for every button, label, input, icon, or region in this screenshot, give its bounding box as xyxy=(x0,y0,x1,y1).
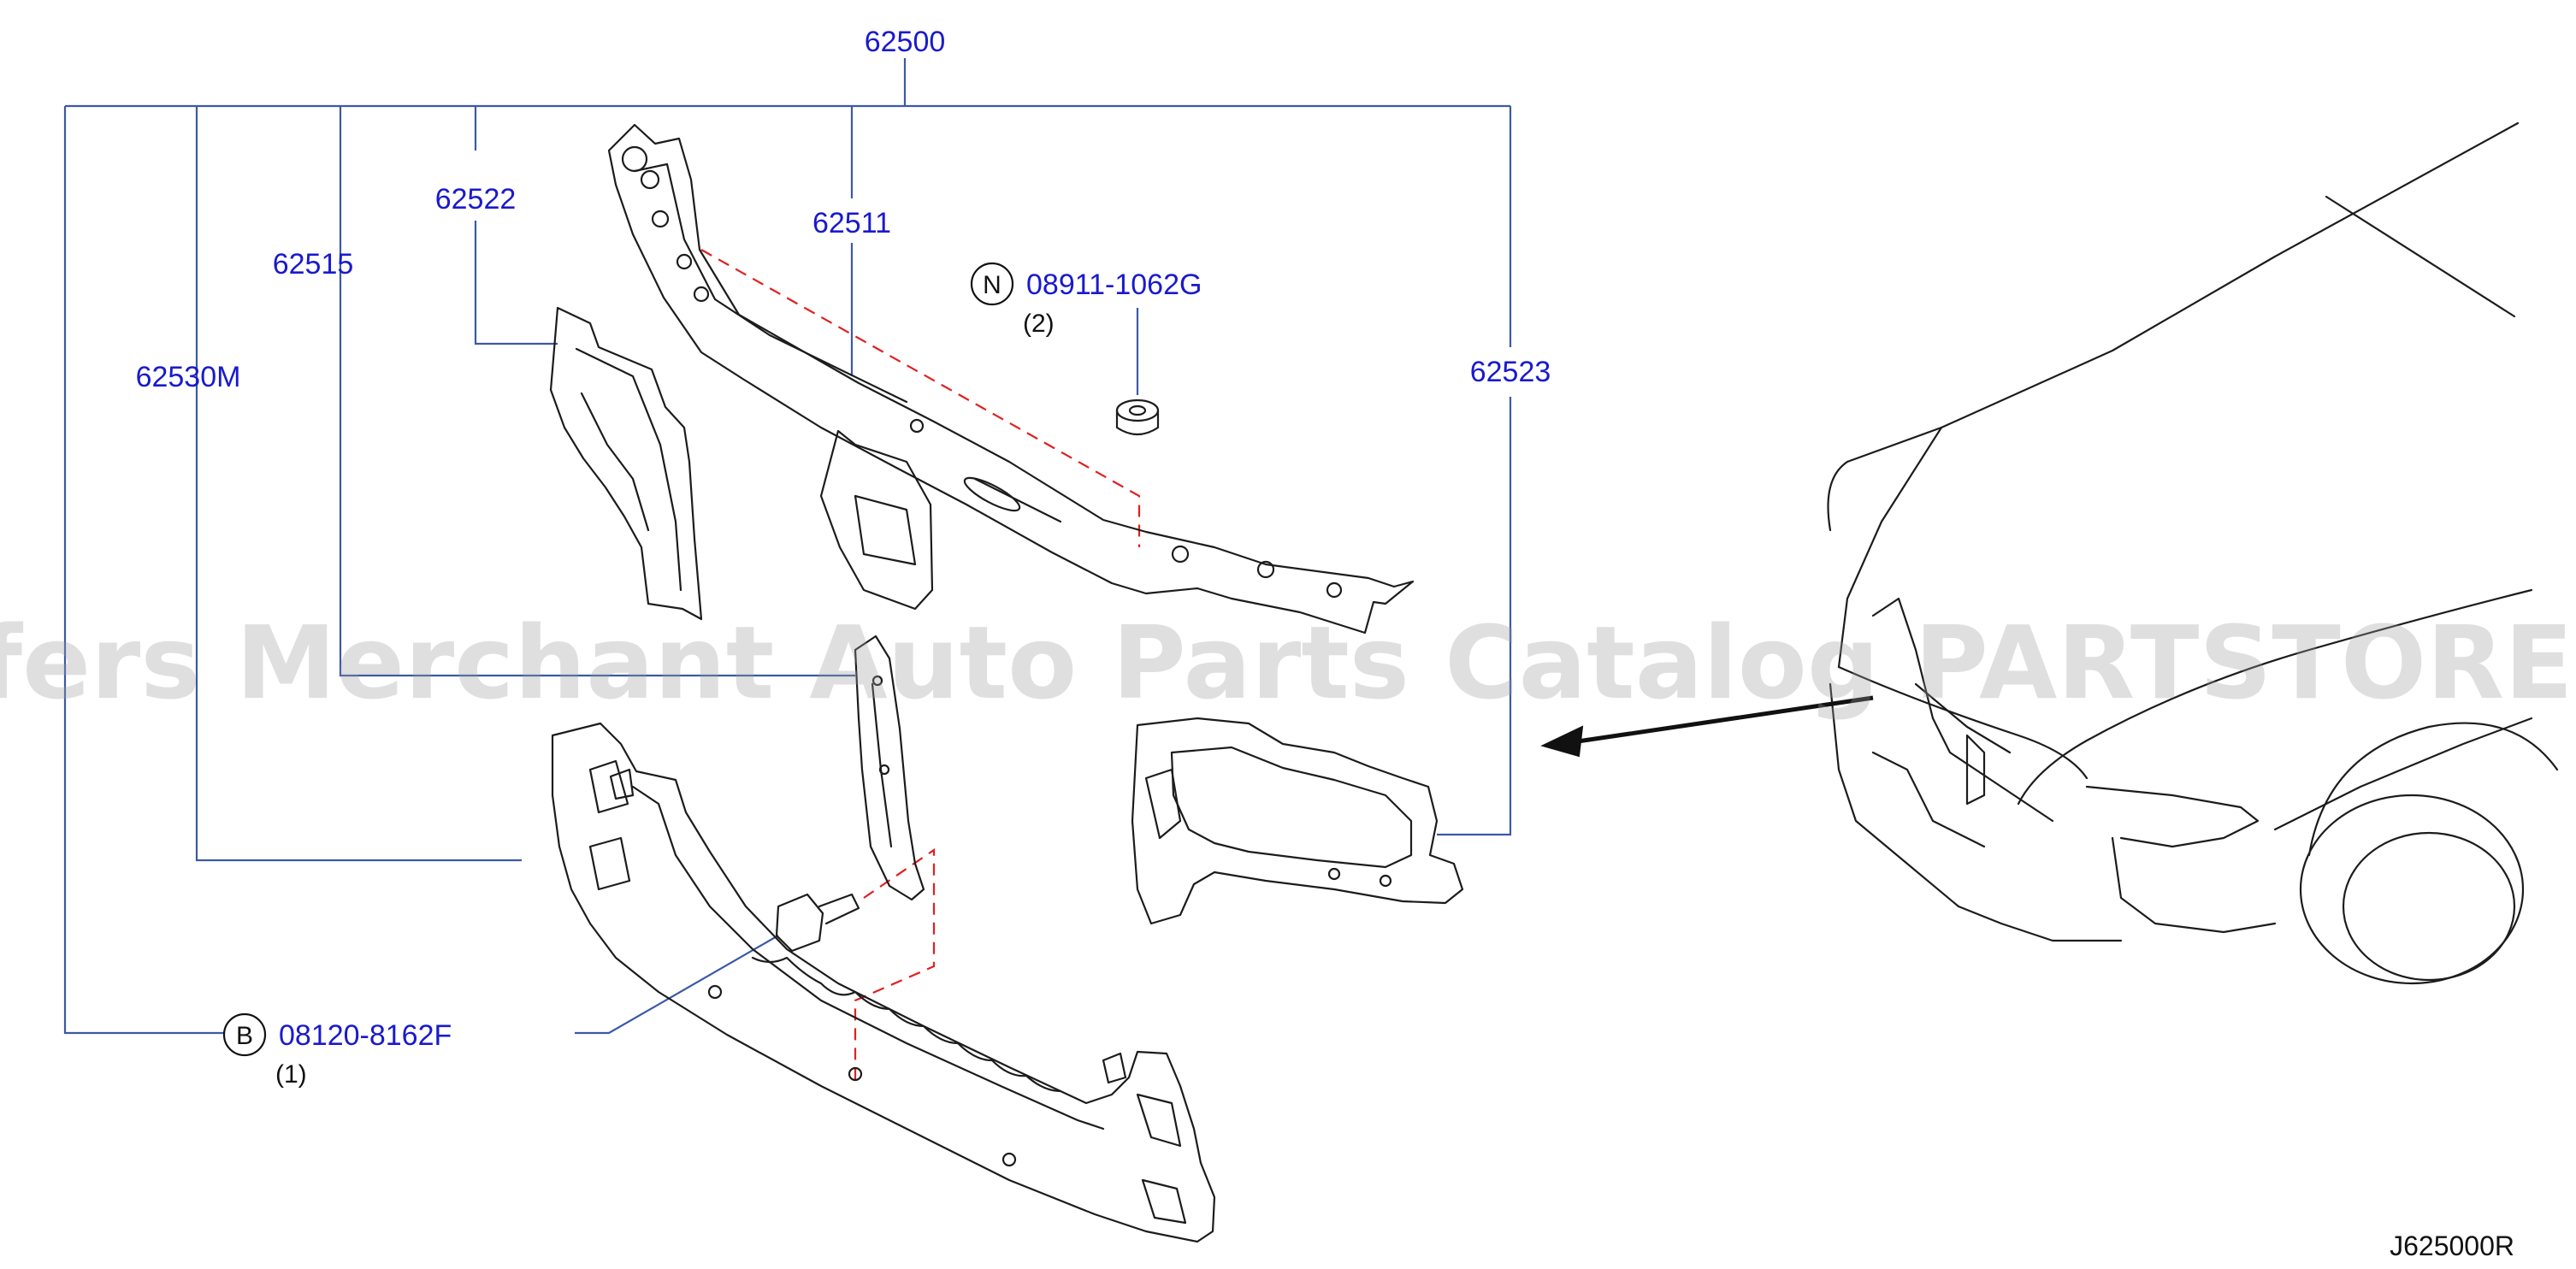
label-side-support-right: 62523 xyxy=(1470,356,1551,388)
nut-quantity: (2) xyxy=(1023,310,1055,338)
bolt-badge-circle xyxy=(222,1012,267,1057)
bolt-part xyxy=(775,893,860,953)
vehicle-front-illustration xyxy=(1540,121,2559,985)
watermark-text: Offers Merchant Auto Parts Catalog PARTS… xyxy=(0,604,2576,722)
hood-lock-stay-part xyxy=(854,634,925,901)
bolt-badge-letter: B xyxy=(236,1022,253,1050)
label-assembly: 62500 xyxy=(865,26,946,58)
label-lower-support: 62530M xyxy=(136,361,241,393)
leader-lines xyxy=(63,58,1512,1035)
side-support-left-part xyxy=(549,306,703,621)
upper-support-part xyxy=(607,123,1415,634)
label-hood-lock-stay: 62515 xyxy=(273,248,354,280)
bolt-callout: B 08120-8162F (1) xyxy=(222,1012,452,1089)
side-support-right-part xyxy=(1131,717,1464,925)
nut-part xyxy=(1115,398,1160,436)
bolt-part-number: 08120-8162F xyxy=(279,1019,452,1052)
nut-callout: N 08911-1062G (2) xyxy=(970,262,1202,338)
nut-part-number: 08911-1062G xyxy=(1026,269,1202,301)
part-labels: 62500 62522 62511 62515 62530M 62523 xyxy=(136,26,1551,393)
nut-badge-letter: N xyxy=(983,271,1001,299)
lower-support-part xyxy=(551,722,1216,1243)
diagram-reference-code: J625000R xyxy=(2390,1231,2514,1261)
nut-badge-circle xyxy=(970,262,1014,306)
bolt-quantity: (1) xyxy=(275,1060,307,1089)
label-upper-support: 62511 xyxy=(812,207,891,239)
label-side-support-left: 62522 xyxy=(435,183,517,215)
